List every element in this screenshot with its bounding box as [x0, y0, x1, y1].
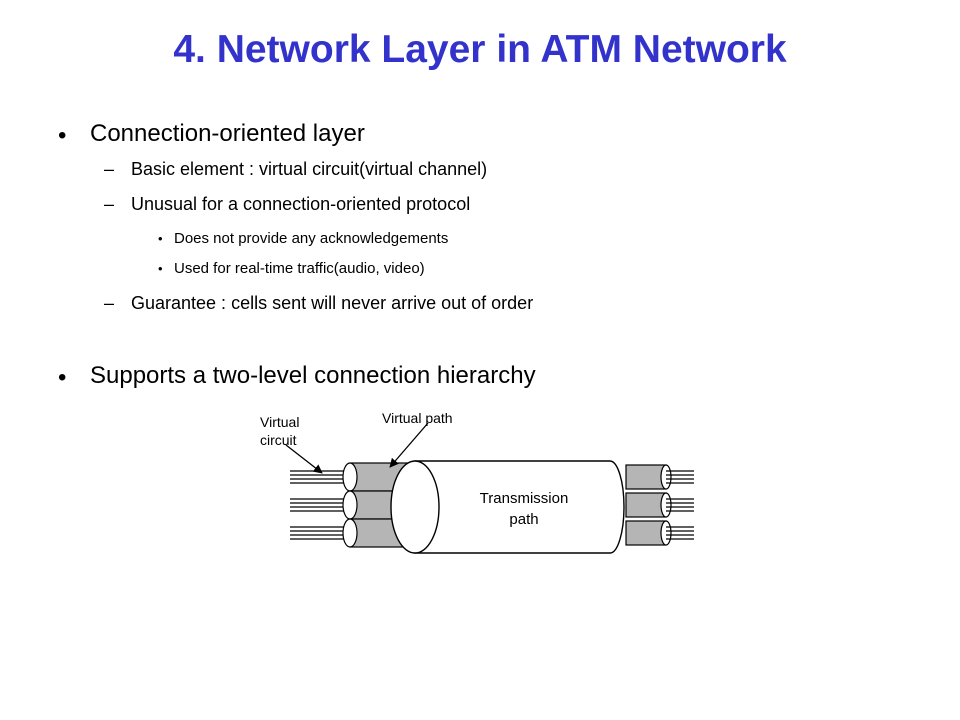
virtual-path-arrow	[389, 422, 429, 468]
dash-marker: –	[104, 293, 115, 313]
small-bullet-marker: •	[158, 231, 163, 246]
label-virtual-path: Virtual path	[382, 410, 453, 426]
sub-guarantee: Guarantee : cells sent will never arrive…	[131, 293, 534, 313]
subsub-real-time: Used for real-time traffic(audio, video)	[174, 260, 425, 277]
bullet-marker: •	[58, 364, 67, 391]
right-virtual-circuit-wires	[666, 470, 694, 540]
sub-unusual: Unusual for a connection-oriented protoc…	[131, 194, 471, 214]
left-virtual-circuit-wires	[290, 470, 350, 540]
dash-marker: –	[104, 194, 115, 214]
bullet-marker: •	[58, 122, 67, 149]
label-transmission-line1: Transmission	[480, 490, 569, 507]
subsub-no-ack: Does not provide any acknowledgements	[174, 230, 449, 247]
label-virtual-circuit-line1: Virtual	[260, 414, 299, 430]
transmission-path-cylinder	[390, 460, 625, 554]
label-transmission-line2: path	[509, 511, 538, 528]
slide-title: 4. Network Layer in ATM Network	[173, 28, 787, 71]
virtual-circuit-arrow	[285, 444, 323, 474]
right-virtual-path-tubes	[625, 464, 672, 546]
dash-marker: –	[104, 159, 115, 179]
bullet-two-level: Supports a two-level connection hierarch…	[90, 362, 536, 389]
sub-basic-element: Basic element : virtual circuit(virtual …	[131, 159, 488, 179]
label-virtual-circuit-line2: circuit	[260, 432, 297, 448]
bullet-connection-oriented: Connection-oriented layer	[90, 120, 365, 147]
connection-hierarchy-diagram: Virtual circuit Virtual path Transmissio…	[260, 410, 694, 554]
small-bullet-marker: •	[158, 261, 163, 276]
